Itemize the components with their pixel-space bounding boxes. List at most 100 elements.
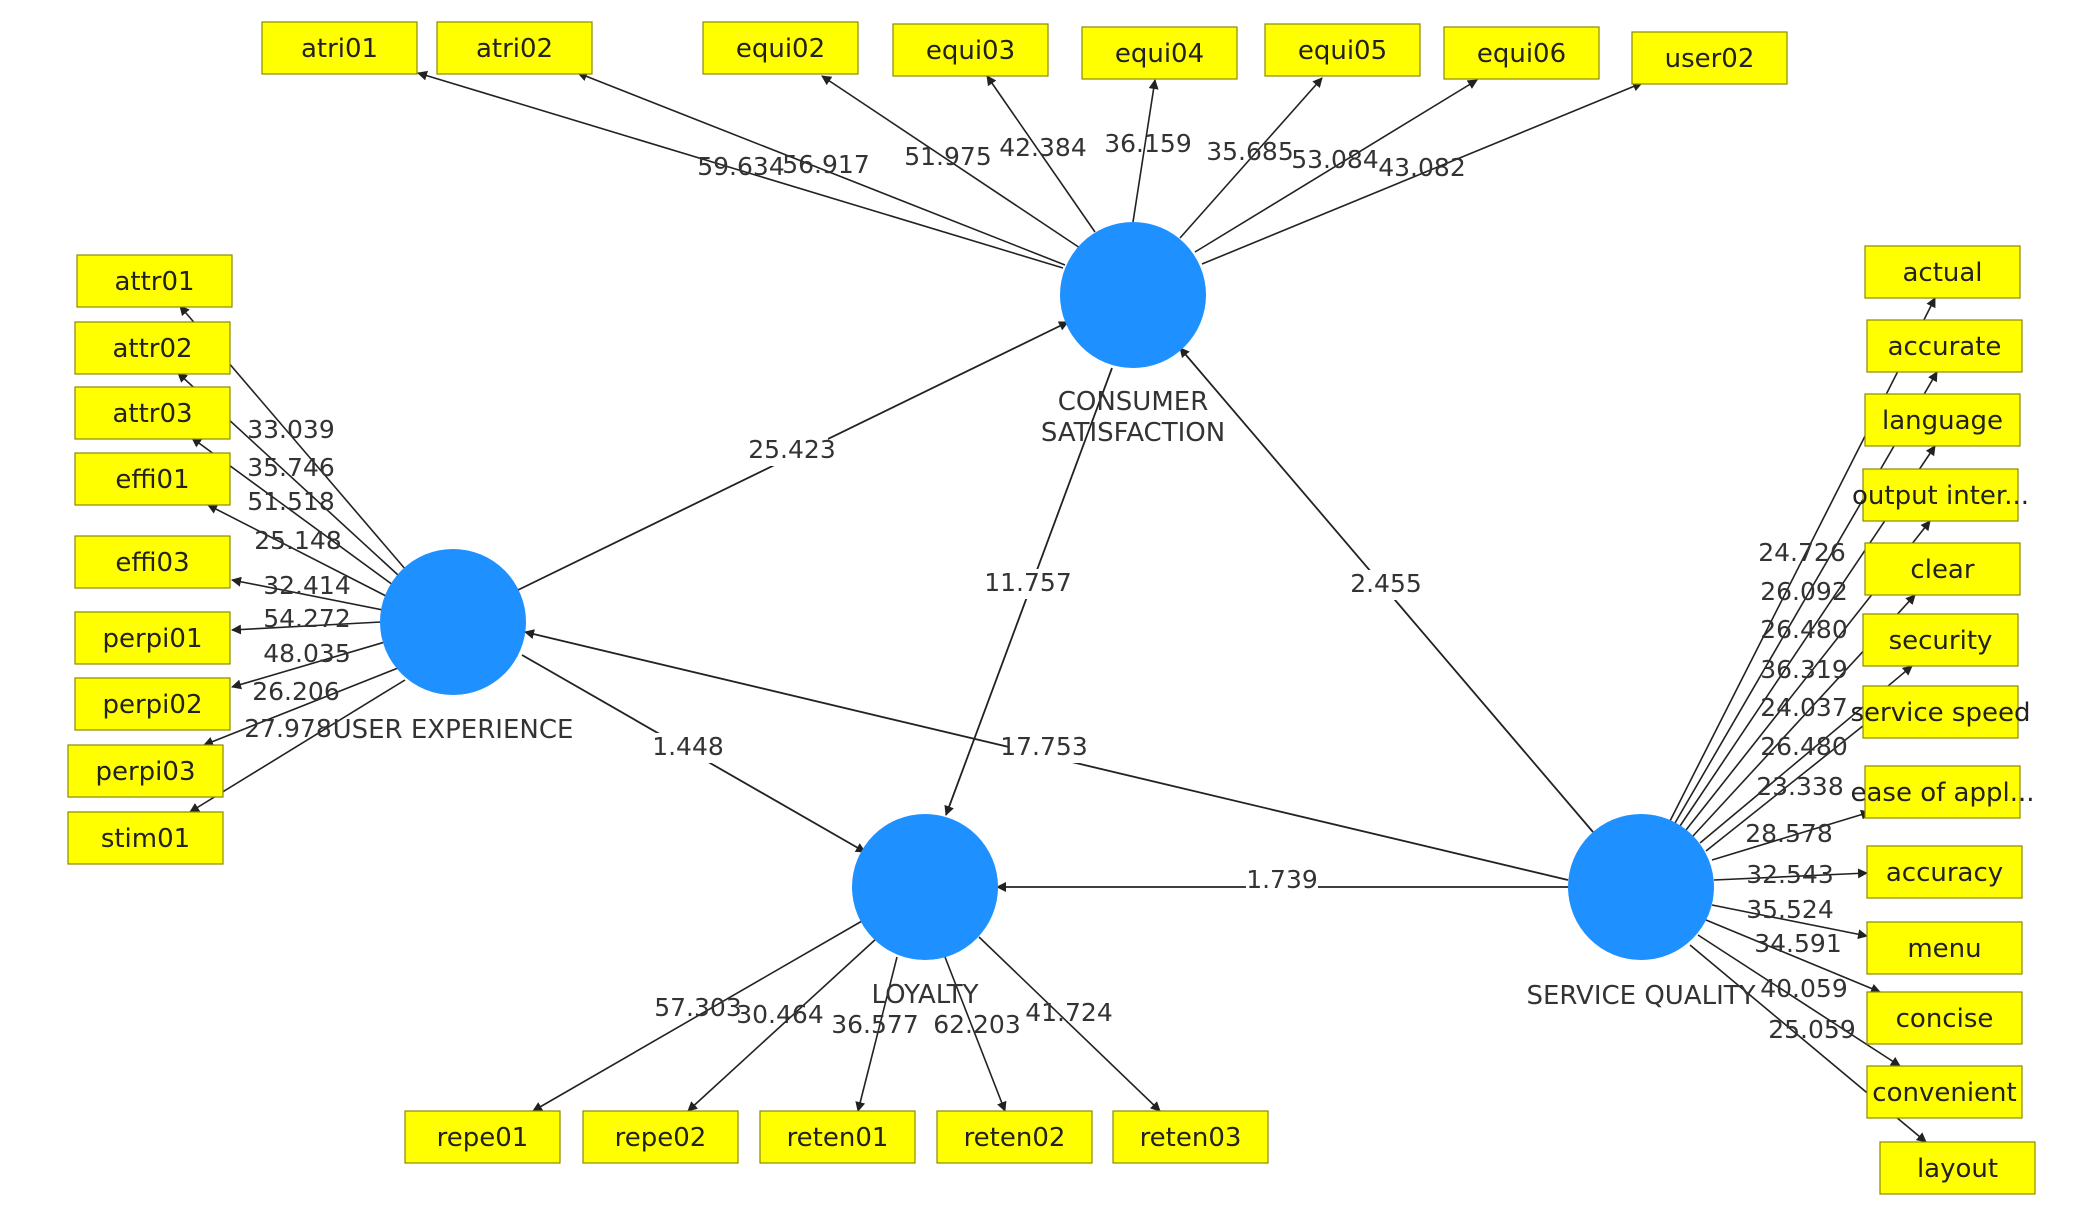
loading-coefficient-speed: 23.338	[1756, 772, 1843, 801]
loading-coefficient-attr02: 35.746	[247, 453, 334, 482]
indicator-box	[1112, 1110, 1269, 1164]
indicator-accurate[interactable]: accurate	[1866, 319, 2023, 373]
indicator-attr02[interactable]: attr02	[74, 321, 231, 375]
path-coefficient-backdrop	[756, 436, 828, 466]
indicator-reten02[interactable]: reten02	[936, 1110, 1093, 1164]
loading-arrow-accuracy	[1713, 868, 1868, 881]
indicator-equi02[interactable]: equi02	[702, 21, 859, 75]
indicator-accuracy[interactable]: accuracy	[1866, 845, 2023, 899]
indicator-box	[67, 744, 224, 798]
loading-arrow-equi02	[821, 75, 1081, 249]
construct-label: SERVICE QUALITY	[1526, 981, 1755, 1011]
indicator-equi05[interactable]: equi05	[1264, 23, 1421, 77]
loading-coefficient-convenient: 40.059	[1760, 974, 1847, 1003]
indicator-stim01[interactable]: stim01	[67, 811, 224, 865]
indicator-effi01[interactable]: effi01	[74, 452, 231, 506]
indicator-box	[702, 21, 859, 75]
indicator-label: actual	[1902, 258, 1982, 288]
indicator-label: clear	[1910, 555, 1974, 585]
loading-arrow-convenient	[1697, 934, 1901, 1067]
indicator-label: service speed	[1851, 698, 2031, 728]
indicator-effi03[interactable]: effi03	[74, 535, 231, 589]
indicator-label: language	[1882, 406, 2003, 436]
indicator-concise[interactable]: concise	[1866, 991, 2023, 1045]
loading-coefficient-menu: 35.524	[1746, 895, 1833, 924]
indicator-perpi01[interactable]: perpi01	[74, 611, 231, 665]
loading-arrow-ease	[1711, 809, 1871, 861]
indicator-atri02[interactable]: atri02	[436, 21, 593, 75]
loading-arrow-repe01	[532, 920, 863, 1112]
indicator-box	[1264, 23, 1421, 77]
path-coefficient-ux-cs: 25.423	[748, 435, 835, 464]
construct-ux[interactable]	[380, 549, 526, 695]
indicator-repe01[interactable]: repe01	[404, 1110, 561, 1164]
loading-arrow-reten01	[855, 956, 898, 1112]
loading-arrow-menu	[1711, 904, 1868, 940]
indicator-menu[interactable]: menu	[1866, 921, 2023, 975]
loading-coefficient-reten02: 62.203	[933, 1010, 1020, 1039]
path-coefficient-backdrop	[992, 569, 1064, 599]
indicator-label: reten03	[1140, 1123, 1242, 1153]
indicator-label: equi05	[1298, 36, 1387, 66]
path-coefficient-sq-ux: 17.753	[1000, 732, 1087, 761]
indicator-user02[interactable]: user02	[1631, 31, 1788, 85]
indicator-equi03[interactable]: equi03	[892, 23, 1049, 77]
indicator-layout[interactable]: layout	[1879, 1141, 2036, 1195]
construct-cs[interactable]	[1060, 222, 1206, 368]
indicator-label: concise	[1896, 1004, 1994, 1034]
indicator-box	[1443, 26, 1600, 80]
indicator-reten03[interactable]: reten03	[1112, 1110, 1269, 1164]
indicator-box	[74, 611, 231, 665]
loading-coefficient-clear: 24.037	[1760, 693, 1847, 722]
indicator-output[interactable]: output inter...	[1852, 468, 2029, 522]
indicator-actual[interactable]: actual	[1864, 245, 2021, 299]
construct-label: CONSUMER	[1058, 387, 1209, 417]
indicator-attr03[interactable]: attr03	[74, 386, 231, 440]
construct-loy[interactable]	[852, 814, 998, 960]
path-coefficient-backdrop	[1350, 570, 1422, 600]
path-coefficient-sq-loy: 1.739	[1246, 865, 1318, 894]
indicator-equi04[interactable]: equi04	[1081, 26, 1238, 80]
loading-arrow-concise	[1705, 919, 1881, 994]
indicator-box	[1866, 991, 2023, 1045]
indicator-label: accurate	[1888, 332, 2002, 362]
indicator-box	[1862, 468, 2019, 522]
loading-arrow-equi05	[1179, 77, 1323, 239]
indicator-language[interactable]: language	[1864, 393, 2021, 447]
indicator-label: effi01	[115, 465, 189, 495]
loading-arrow-stim01	[189, 679, 406, 813]
construct-label: LOYALTY	[872, 980, 979, 1010]
construct-label: USER EXPERIENCE	[333, 715, 574, 745]
loading-coefficient-output: 36.319	[1760, 655, 1847, 684]
indicator-perpi03[interactable]: perpi03	[67, 744, 224, 798]
indicator-box	[892, 23, 1049, 77]
indicator-box	[936, 1110, 1093, 1164]
construct-sq[interactable]	[1568, 814, 1714, 960]
loading-coefficient-language: 26.480	[1760, 615, 1847, 644]
indicator-box	[67, 811, 224, 865]
path-coefficient-cs-loy: 11.757	[984, 568, 1071, 597]
indicator-box	[74, 386, 231, 440]
loading-coefficient-effi03: 32.414	[263, 571, 350, 600]
indicator-box	[74, 321, 231, 375]
indicator-label: attr03	[112, 399, 192, 429]
loading-arrow-accurate	[1674, 371, 1938, 824]
indicator-speed[interactable]: service speed	[1851, 685, 2031, 739]
indicator-convenient[interactable]: convenient	[1866, 1065, 2023, 1119]
loading-arrow-equi04	[1132, 79, 1159, 223]
indicator-box	[759, 1110, 916, 1164]
indicator-clear[interactable]: clear	[1864, 542, 2021, 596]
loading-coefficient-atri02: 56.917	[782, 150, 869, 179]
path-coefficient-backdrop	[1008, 733, 1080, 763]
indicator-repe02[interactable]: repe02	[582, 1110, 739, 1164]
indicator-attr01[interactable]: attr01	[76, 254, 233, 308]
indicator-atri01[interactable]: atri01	[261, 21, 418, 75]
indicator-equi06[interactable]: equi06	[1443, 26, 1600, 80]
indicator-label: equi03	[926, 36, 1015, 66]
indicator-perpi02[interactable]: perpi02	[74, 677, 231, 731]
loading-coefficient-equi05: 35.685	[1206, 137, 1293, 166]
indicator-ease[interactable]: ease of appl...	[1850, 765, 2035, 819]
indicator-security[interactable]: security	[1862, 613, 2019, 667]
indicator-reten01[interactable]: reten01	[759, 1110, 916, 1164]
